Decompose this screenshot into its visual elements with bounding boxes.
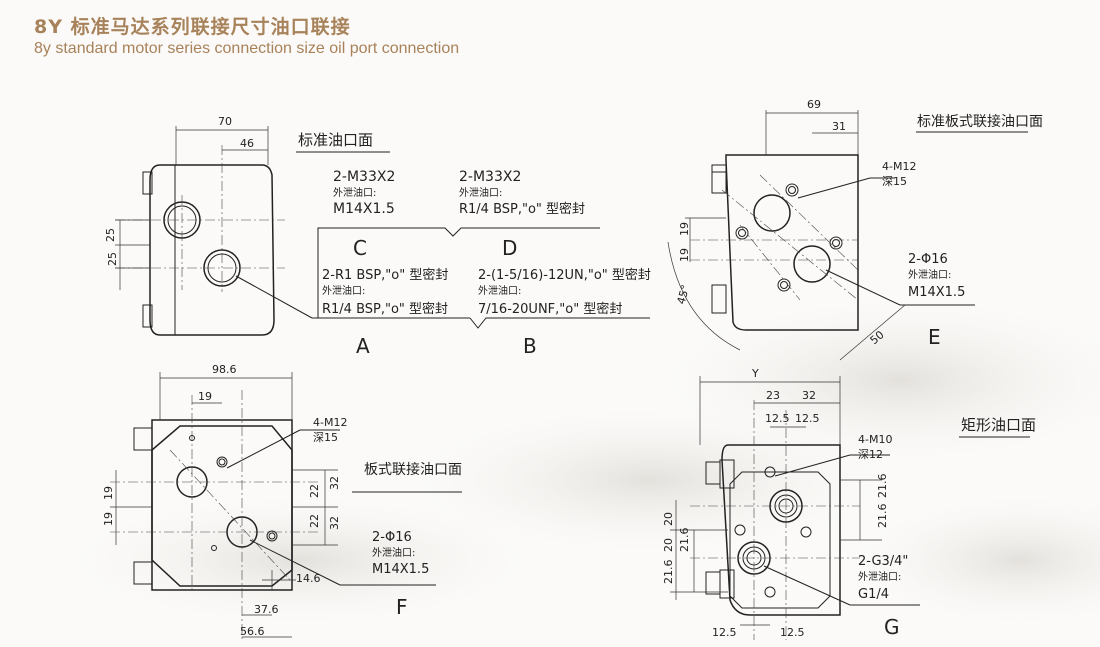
port-label-c: C bbox=[353, 236, 367, 260]
page-subtitle: 8y standard motor series connection size… bbox=[34, 40, 460, 57]
port-label-d: D bbox=[502, 236, 517, 260]
view-f-title: 板式联接油口面 bbox=[364, 461, 462, 478]
view-f-port-line1: 2-Φ16 bbox=[372, 530, 412, 545]
view-g-dim-21-6a: 21.6 bbox=[876, 474, 889, 499]
view-f-dim-19b: 19 bbox=[102, 512, 115, 526]
view-e-port-line3: M14X1.5 bbox=[908, 285, 965, 300]
port-c-line1: 2-M33X2 bbox=[333, 169, 395, 185]
view-g-port-line1: 2-G3/4" bbox=[858, 554, 908, 569]
view-g-rect-port bbox=[670, 376, 1030, 640]
view-f-dim-32b: 32 bbox=[328, 516, 341, 530]
view-g-hole-line1: 4-M10 bbox=[858, 433, 892, 446]
view-g-dim-23: 23 bbox=[766, 389, 780, 402]
port-a-line1: 2-R1 BSP,"o" 型密封 bbox=[322, 267, 448, 283]
view-f-dim-22a: 22 bbox=[308, 484, 321, 498]
view-e-label: E bbox=[928, 325, 941, 349]
port-b-line2: 外泄油口: bbox=[478, 284, 521, 297]
view-f-dim-19-top: 19 bbox=[198, 390, 212, 403]
view-g-dim-y: Y bbox=[751, 367, 759, 380]
view-f-dim-32a: 32 bbox=[328, 476, 341, 490]
view-f-plate bbox=[110, 372, 462, 640]
view-g-port-line2: 外泄油口: bbox=[858, 570, 901, 583]
view-e-dim-50: 50 bbox=[868, 328, 887, 347]
view-g-port-line3: G1/4 bbox=[858, 587, 889, 602]
view-e-title: 标准板式联接油口面 bbox=[917, 113, 1043, 130]
dim-70: 70 bbox=[218, 115, 232, 128]
dim-25-upper: 25 bbox=[104, 228, 117, 242]
port-b-line3: 7/16-20UNF,"o" 型密封 bbox=[478, 301, 622, 317]
view-e-standard-plate bbox=[667, 110, 1028, 361]
view-f-hole-line1: 4-M12 bbox=[313, 416, 347, 429]
view-f-dim-37-6: 37.6 bbox=[254, 603, 279, 616]
view-f-dim-98-6: 98.6 bbox=[212, 363, 237, 376]
view-e-port-line1: 2-Φ16 bbox=[908, 252, 948, 267]
view-e-dim-19b: 19 bbox=[678, 248, 691, 262]
view-g-hole-line2: 深12 bbox=[858, 448, 883, 461]
dim-46: 46 bbox=[240, 137, 254, 150]
port-c-line2: 外泄油口: bbox=[333, 186, 376, 199]
port-a-line3: R1/4 BSP,"o" 型密封 bbox=[322, 301, 448, 317]
view-e-hole-line1: 4-M12 bbox=[882, 160, 916, 173]
view-g-dim-12-5c: 12.5 bbox=[712, 626, 737, 639]
port-a-line2: 外泄油口: bbox=[322, 284, 365, 297]
view-f-port-line3: M14X1.5 bbox=[372, 562, 429, 577]
view-f-label: F bbox=[396, 595, 408, 619]
view-f-port-line2: 外泄油口: bbox=[372, 546, 415, 559]
standard-face-title: 标准油口面 bbox=[298, 131, 373, 149]
view-standard-port-face bbox=[115, 126, 650, 336]
view-e-dim-69: 69 bbox=[807, 98, 821, 111]
view-g-title: 矩形油口面 bbox=[961, 416, 1036, 434]
port-d-line2: 外泄油口: bbox=[459, 186, 502, 199]
view-f-dim-14-6: 14.6 bbox=[296, 572, 321, 585]
view-g-dim-32: 32 bbox=[802, 389, 816, 402]
dim-25-lower: 25 bbox=[106, 252, 119, 266]
view-g-label: G bbox=[884, 615, 900, 639]
view-g-dim-12-5b: 12.5 bbox=[795, 412, 820, 425]
port-label-a: A bbox=[356, 334, 370, 358]
view-g-dim-21-6b: 21.6 bbox=[876, 504, 889, 529]
port-d-line1: 2-M33X2 bbox=[459, 169, 521, 185]
view-e-dim-19a: 19 bbox=[678, 222, 691, 236]
view-f-dim-22b: 22 bbox=[308, 514, 321, 528]
port-d-line3: R1/4 BSP,"o" 型密封 bbox=[459, 201, 585, 217]
view-g-dim-12-5a: 12.5 bbox=[765, 412, 790, 425]
view-e-hole-line2: 深15 bbox=[882, 175, 907, 188]
view-g-dim-20b: 20 bbox=[662, 538, 675, 552]
view-e-dim-31: 31 bbox=[832, 120, 846, 133]
port-label-b: B bbox=[523, 334, 537, 358]
port-b-line1: 2-(1-5/16)-12UN,"o" 型密封 bbox=[478, 267, 651, 283]
view-f-dim-56-6: 56.6 bbox=[240, 625, 265, 638]
view-g-dim-12-5d: 12.5 bbox=[780, 626, 805, 639]
view-e-port-line2: 外泄油口: bbox=[908, 268, 951, 281]
view-f-dim-19a: 19 bbox=[102, 486, 115, 500]
view-g-dim-21-6d: 21.6 bbox=[662, 560, 675, 585]
view-g-dim-21-6c: 21.6 bbox=[678, 528, 691, 553]
page-title: 8Y 标准马达系列联接尺寸油口联接 bbox=[34, 16, 351, 38]
view-g-dim-20a: 20 bbox=[662, 512, 675, 526]
port-c-line3: M14X1.5 bbox=[333, 201, 395, 217]
view-e-dim-angle: 45° bbox=[675, 283, 693, 305]
view-f-hole-line2: 深15 bbox=[313, 431, 338, 444]
